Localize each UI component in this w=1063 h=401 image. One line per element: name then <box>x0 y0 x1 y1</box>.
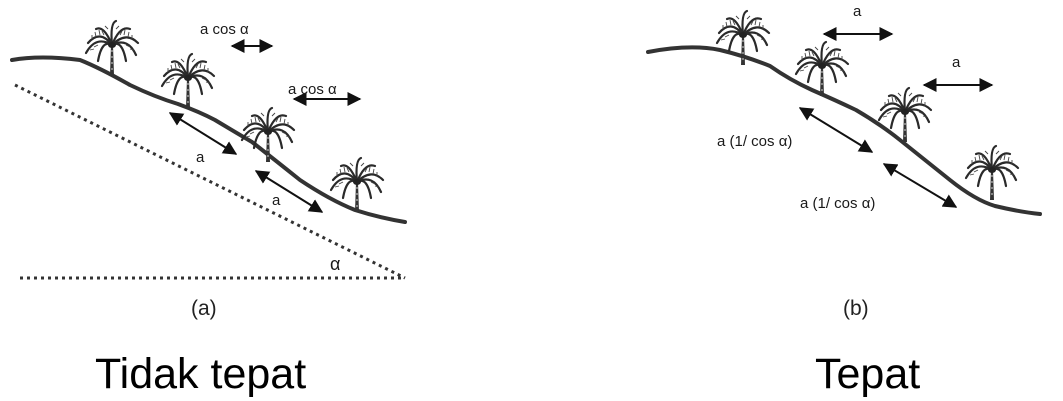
palm-tree-icon <box>240 106 296 164</box>
caption-a: Tidak tepat <box>95 350 306 398</box>
spacing-label-a2: a cos α <box>288 81 337 98</box>
spacing-label-b1: a <box>853 3 862 20</box>
palm-tree-icon <box>964 144 1020 202</box>
slope-label-a1: a <box>196 149 205 166</box>
slope-dotted-line <box>14 83 406 280</box>
panel-a: a cos α a cos α a a α (a) Tidak tepat <box>10 19 407 398</box>
double-arrow-icon <box>254 170 324 213</box>
panel-b: a a a (1/ cos α) a (1/ cos α) (b) Tepat <box>646 3 1042 398</box>
slope-label-a2: a <box>272 192 281 209</box>
slope-label-b1: a (1/ cos α) <box>717 133 792 150</box>
double-arrow-icon <box>168 112 238 155</box>
double-arrow-icon <box>882 163 958 208</box>
spacing-label-b2: a <box>952 54 961 71</box>
sub-label-b: (b) <box>843 297 869 320</box>
caption-b: Tepat <box>815 350 920 398</box>
palm-tree-icon <box>877 86 933 144</box>
double-arrow-icon <box>798 107 874 153</box>
angle-label: α <box>330 254 340 274</box>
sub-label-a: (a) <box>191 297 217 320</box>
palm-tree-icon <box>715 9 771 67</box>
spacing-label-a1: a cos α <box>200 21 249 38</box>
slope-label-b2: a (1/ cos α) <box>800 195 875 212</box>
